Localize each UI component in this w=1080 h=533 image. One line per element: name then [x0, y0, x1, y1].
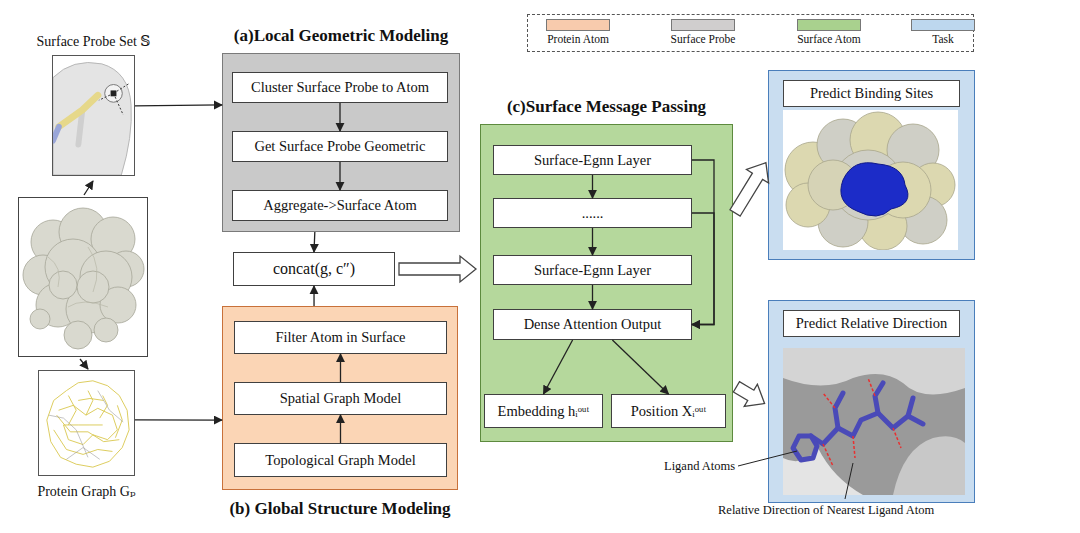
- box-text: Position Xᵢᵒᵘᵗ: [631, 403, 707, 420]
- box-text: Aggregate->Surface Atom: [263, 197, 417, 214]
- figure-label: Protein Graph Gₚ: [0, 483, 174, 500]
- legend-text: Task: [893, 33, 993, 45]
- module-title: (a)Local Geometric Modeling: [193, 26, 489, 46]
- box-text: Get Surface Probe Geometric: [254, 138, 425, 155]
- flow-arrow: [135, 419, 222, 421]
- flow-arrow: [339, 103, 340, 131]
- process-box: Embedding hᵢᵒᵘᵗ: [484, 394, 603, 428]
- box-text: ......: [582, 205, 604, 222]
- hollow-arrow: [399, 256, 476, 282]
- box-text: Topological Graph Model: [265, 452, 415, 469]
- legend-swatch: [797, 19, 861, 31]
- flow-arrow: [592, 175, 593, 198]
- box-text: Dense Attention Output: [524, 316, 662, 333]
- binding-site-figure: [783, 110, 958, 250]
- image-frame: Surface Probe Set 𝕊: [52, 55, 135, 176]
- box-text: Surface-Egnn Layer: [534, 152, 651, 169]
- task-panel: Predict Binding Sites: [768, 70, 975, 260]
- legend-swatch: [911, 19, 975, 31]
- legend-item: Surface Atom: [779, 19, 879, 45]
- protein-graph-figure: [39, 371, 134, 475]
- legend-box: Protein AtomSurface ProbeSurface AtomTas…: [527, 14, 974, 52]
- figure-annotation: Ligand Atoms: [664, 459, 735, 474]
- process-box: Surface-Egnn Layer: [493, 145, 692, 175]
- flow-arrow: [340, 415, 341, 443]
- box-text: Spatial Graph Model: [280, 390, 402, 407]
- figure-annotation: Relative Direction of Nearest Ligand Ato…: [718, 503, 934, 518]
- process-box: Filter Atom in Surface: [234, 321, 447, 354]
- legend-item: Protein Atom: [528, 19, 628, 45]
- task-heading: Predict Binding Sites: [783, 80, 960, 107]
- process-box: Get Surface Probe Geometric: [232, 131, 448, 162]
- task-heading: Predict Relative Direction: [783, 310, 960, 337]
- illustration-arrow: [84, 181, 93, 195]
- legend-item: Surface Probe: [653, 19, 753, 45]
- module-title: (b) Global Structure Modeling: [193, 499, 487, 519]
- module-panel: (c)Surface Message PassingSurface-Egnn L…: [480, 124, 733, 442]
- box-text: Surface-Egnn Layer: [534, 262, 651, 279]
- process-box: Spatial Graph Model: [234, 382, 447, 415]
- flow-arrow: [612, 340, 668, 394]
- flow-arrow: [340, 354, 341, 382]
- flow-arrow: [313, 232, 315, 252]
- figure-label: Surface Probe Set 𝕊: [13, 33, 174, 50]
- box-text: Filter Atom in Surface: [275, 329, 405, 346]
- probe-figure: [53, 56, 134, 175]
- ligand-figure: [783, 348, 965, 495]
- legend-item: Task: [893, 19, 993, 45]
- process-box: ......: [493, 198, 692, 228]
- flow-arrow: [135, 104, 222, 106]
- flow-arrow: [592, 228, 593, 255]
- flow-arrow: [692, 213, 714, 325]
- protein-surface-image: [19, 181, 148, 369]
- module-panel: (a)Local Geometric ModelingCluster Surfa…: [222, 53, 460, 232]
- box-text: concat(g, c″): [273, 260, 355, 278]
- legend-swatch: [546, 19, 610, 31]
- legend-text: Protein Atom: [528, 33, 628, 45]
- process-box: Topological Graph Model: [234, 443, 447, 477]
- process-box: Cluster Surface Probe to Atom: [232, 72, 448, 103]
- flow-arrow: [313, 286, 314, 306]
- hollow-arrow: [733, 382, 764, 407]
- image-frame: Protein Graph Gₚ: [38, 370, 135, 476]
- hollow-arrow: [730, 163, 769, 216]
- process-box: Position Xᵢᵒᵘᵗ: [611, 394, 726, 428]
- flow-arrow: [544, 340, 573, 394]
- legend-text: Surface Atom: [779, 33, 879, 45]
- module-panel: (b) Global Structure ModelingFilter Atom…: [222, 306, 458, 490]
- process-box: Dense Attention Output: [493, 309, 692, 340]
- leader-line: [845, 463, 853, 499]
- process-box: concat(g, c″): [233, 252, 395, 286]
- illustration-arrow: [80, 359, 88, 369]
- legend-swatch: [671, 19, 735, 31]
- protein-surface-figure: [19, 198, 148, 357]
- flow-arrow: [592, 285, 593, 309]
- process-box: Surface-Egnn Layer: [493, 255, 692, 285]
- box-text: Cluster Surface Probe to Atom: [251, 79, 429, 96]
- task-panel: Predict Relative Direction: [768, 300, 975, 503]
- process-box: Aggregate->Surface Atom: [232, 190, 448, 221]
- module-title: (c)Surface Message Passing: [451, 97, 762, 117]
- flow-arrow: [339, 162, 340, 190]
- legend-text: Surface Probe: [653, 33, 753, 45]
- leader-line: [738, 451, 797, 466]
- flow-arrow: [692, 160, 714, 325]
- box-text: Embedding hᵢᵒᵘᵗ: [498, 403, 590, 420]
